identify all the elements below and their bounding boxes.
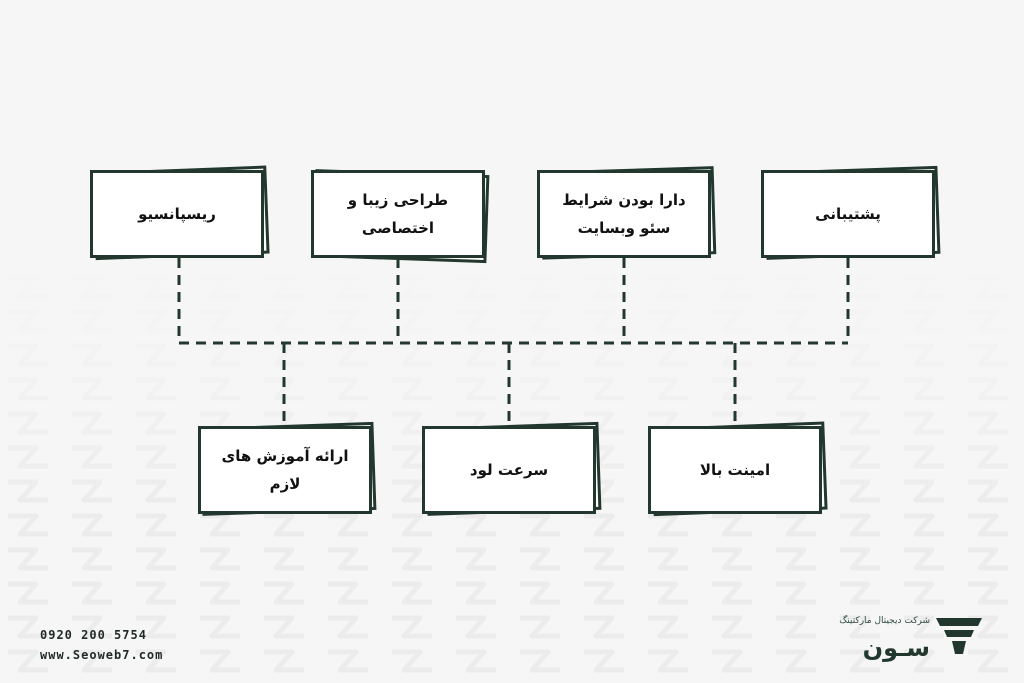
node-label: سرعت لود — [422, 426, 596, 514]
node-security: امینت بالا — [648, 421, 828, 517]
funnel-logo-icon — [936, 618, 982, 654]
node-seo: دارا بودن شرایط سئو وبسایت — [537, 166, 717, 260]
node-design: طراحی زیبا و اختصاصی — [311, 169, 490, 264]
node-responsive: ریسپانسیو — [90, 165, 270, 261]
node-label: امینت بالا — [648, 426, 822, 514]
node-support: پشتیبانی — [761, 165, 941, 260]
node-label: دارا بودن شرایط سئو وبسایت — [537, 170, 711, 258]
brand-tagline: شرکت دیجیتال مارکتینگ — [839, 616, 930, 626]
node-load-speed: سرعت لود — [422, 421, 602, 516]
phone-number: 0920 200 5754 — [40, 628, 147, 642]
brand-logo: شرکت دیجیتال مارکتینگ سـون — [838, 612, 988, 672]
website-url[interactable]: www.Seoweb7.com — [40, 648, 164, 662]
node-label: پشتیبانی — [761, 170, 935, 258]
node-label: طراحی زیبا و اختصاصی — [311, 170, 485, 258]
node-label: ریسپانسیو — [90, 170, 264, 258]
brand-name: سـون — [862, 634, 930, 662]
node-label: ارائه آموزش های لازم — [198, 426, 372, 514]
node-training: ارائه آموزش های لازم — [198, 421, 377, 516]
